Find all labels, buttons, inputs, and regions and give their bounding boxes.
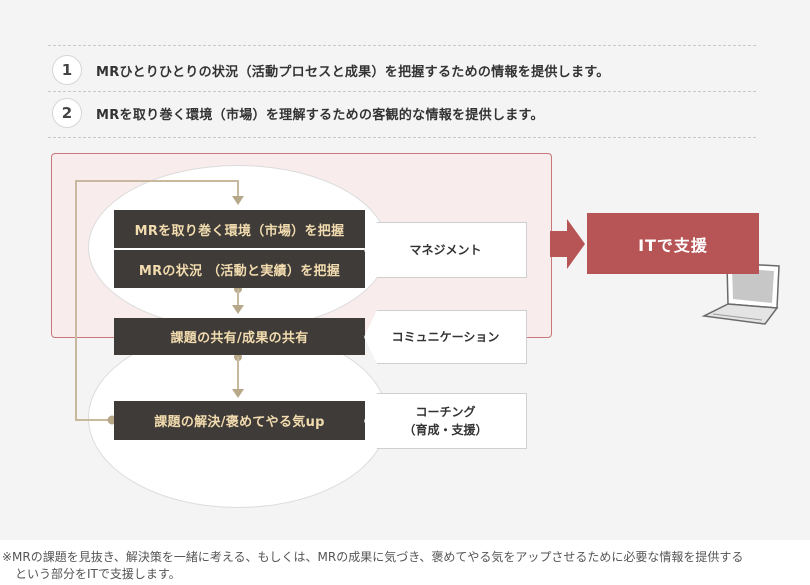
step-status: MRの状況 （活動と実績）を把握 <box>114 250 365 288</box>
it-arrow <box>550 219 585 269</box>
step-environment: MRを取り巻く環境（市場）を把握 <box>114 210 365 248</box>
flow-lines <box>75 180 780 425</box>
loop-line <box>75 180 239 421</box>
laptop-icon <box>701 262 780 325</box>
point-number-badge: 1 <box>52 55 82 85</box>
divider <box>48 91 756 92</box>
label-coaching-line1: コーチング <box>415 405 476 419</box>
footnote-line1: ※MRの課題を見抜き、解決策を一緒に考える、もしくは、MRの成果に気づき、褒めて… <box>2 550 744 564</box>
footnote: ※MRの課題を見抜き、解決策を一緒に考える、もしくは、MRの成果に気づき、褒めて… <box>2 549 808 583</box>
label-communication-text: コミュニケーション <box>391 330 500 344</box>
divider <box>48 45 756 46</box>
point-1: 1 MRひとりひとりの状況（活動プロセスと成果）を把握するための情報を提供します… <box>52 55 610 85</box>
label-coaching: コーチング （育成・支援） <box>364 393 527 449</box>
point-text: MRを取り巻く環境（市場）を理解するための客観的な情報を提供します。 <box>96 107 544 123</box>
point-text: MRひとりひとりの状況（活動プロセスと成果）を把握するための情報を提供します。 <box>96 64 610 80</box>
divider <box>48 137 756 138</box>
step-solve: 課題の解決/褒めてやる気up <box>114 401 365 440</box>
footnote-line2: という部分をITで支援します。 <box>15 567 181 581</box>
point-number-badge: 2 <box>52 98 82 128</box>
arrow-head <box>232 305 244 314</box>
step-share: 課題の共有/成果の共有 <box>114 318 365 355</box>
arrow-head <box>232 389 244 398</box>
point-2: 2 MRを取り巻く環境（市場）を理解するための客観的な情報を提供します。 <box>52 98 544 128</box>
arrow-head <box>232 196 244 205</box>
label-management-text: マネジメント <box>409 243 482 257</box>
label-communication: コミュニケーション <box>364 310 527 364</box>
it-support-box: ITで支援 <box>587 213 759 274</box>
label-management: マネジメント <box>364 222 527 278</box>
label-coaching-line2: （育成・支援） <box>403 423 488 437</box>
